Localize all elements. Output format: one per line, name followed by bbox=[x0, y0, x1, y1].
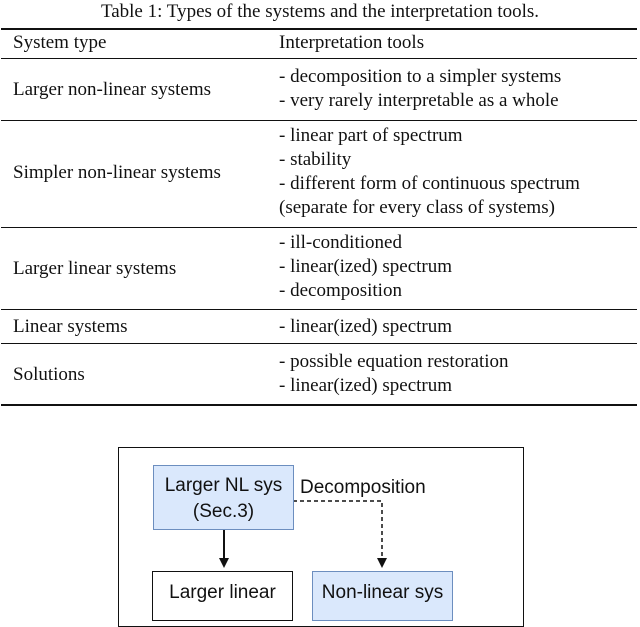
non-linear-sys-label: Non-linear sys bbox=[321, 582, 444, 603]
diagram-connectors bbox=[219, 500, 387, 568]
table-cell-tools: - ill-conditioned - linear(ized) spectru… bbox=[279, 231, 452, 303]
tool-item: - linear(ized) spectrum bbox=[279, 316, 453, 337]
table-caption: Table 1: Types of the systems and the in… bbox=[100, 1, 540, 22]
table-bottom-rule bbox=[1, 404, 637, 406]
larger-nl-sys-box: Larger NL sys (Sec.3) bbox=[153, 465, 294, 530]
dashed-arrow bbox=[293, 500, 387, 568]
table-cell-system-type: Larger non-linear systems bbox=[13, 79, 212, 100]
table-row-rule bbox=[1, 120, 637, 121]
tool-item: - stability bbox=[279, 149, 352, 170]
table-header-rule bbox=[1, 58, 637, 59]
table-top-rule bbox=[1, 28, 637, 30]
table-cell-tools: - decomposition to a simpler systems - v… bbox=[279, 65, 561, 113]
tool-item: - possible equation restoration bbox=[279, 351, 509, 372]
larger-nl-sys-label: Larger NL sys bbox=[164, 475, 283, 496]
table-cell-tools: - possible equation restoration - linear… bbox=[279, 350, 509, 398]
tool-item: - very rarely interpretable as a whole bbox=[279, 90, 559, 111]
table-row-rule bbox=[1, 343, 637, 344]
table-row-rule bbox=[1, 227, 637, 228]
tool-item: - decomposition bbox=[279, 280, 402, 301]
table-cell-system-type: Solutions bbox=[13, 364, 85, 385]
larger-linear-box: Larger linear bbox=[152, 571, 293, 621]
tool-item: - linear(ized) spectrum bbox=[279, 256, 453, 277]
non-linear-sys-box: Non-linear sys bbox=[312, 571, 453, 621]
table-cell-tools: - linear(ized) spectrum bbox=[279, 315, 452, 339]
tool-item: - linear(ized) spectrum bbox=[279, 375, 453, 396]
larger-linear-label: Larger linear bbox=[169, 582, 276, 603]
tool-item: - decomposition to a simpler systems bbox=[279, 66, 562, 87]
table-cell-tools: - linear part of spectrum - stability - … bbox=[279, 124, 580, 220]
tool-item: - ill-conditioned bbox=[279, 232, 402, 253]
header-interpretation-tools: Interpretation tools bbox=[279, 32, 425, 53]
table-cell-system-type: Simpler non-linear systems bbox=[13, 162, 221, 183]
table-cell-system-type: Linear systems bbox=[13, 316, 128, 337]
larger-nl-sys-section: (Sec.3) bbox=[192, 501, 255, 522]
decomposition-label: Decomposition bbox=[300, 477, 426, 498]
header-system-type: System type bbox=[13, 32, 107, 53]
table-cell-system-type: Larger linear systems bbox=[13, 258, 177, 279]
table-row-rule bbox=[1, 309, 637, 310]
tool-item: - linear part of spectrum bbox=[279, 125, 463, 146]
tool-item: - different form of continuous spectrum bbox=[279, 173, 580, 194]
tool-item: (separate for every class of systems) bbox=[279, 197, 555, 218]
